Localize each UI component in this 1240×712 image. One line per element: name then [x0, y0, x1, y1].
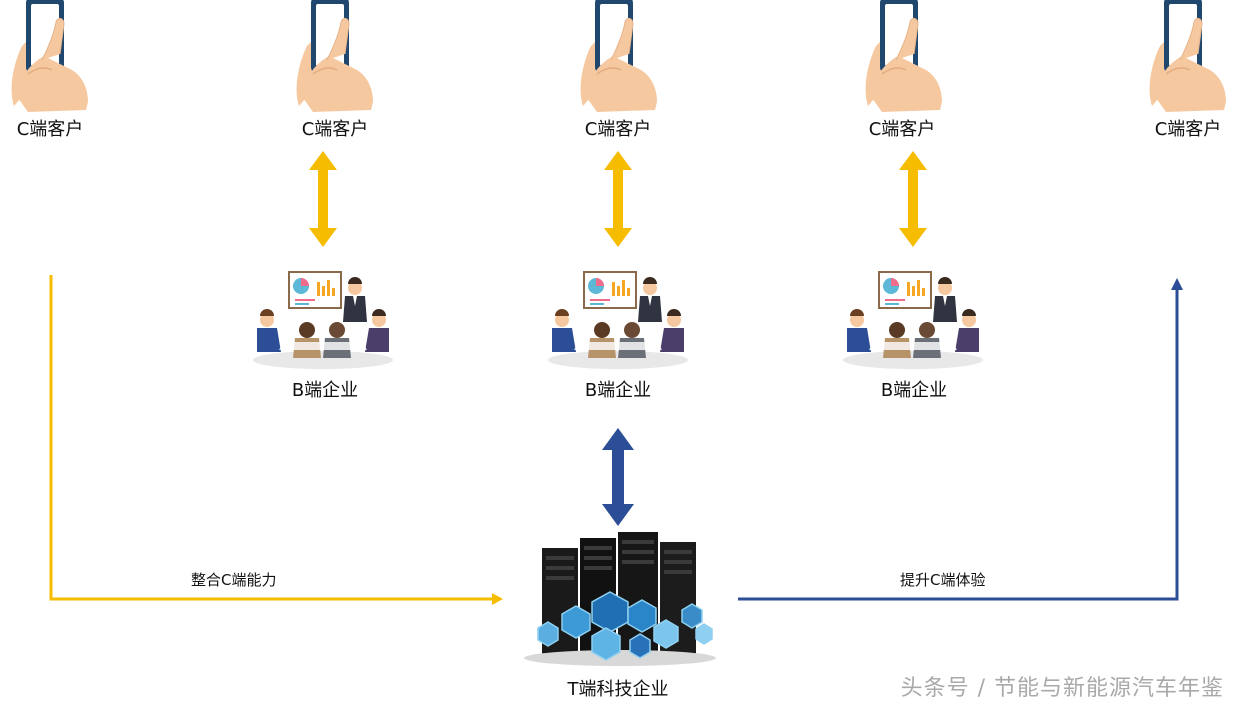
- double-arrow-b-t: [602, 428, 634, 526]
- server-cluster-icon: [523, 531, 717, 667]
- flow-arrow-left: [49, 275, 503, 605]
- meeting-group-icon: [842, 271, 984, 370]
- double-arrow-c-b: [309, 151, 927, 247]
- b-enterprise-label: B端企业: [584, 380, 652, 401]
- meeting-group-icon: [252, 271, 394, 370]
- c-client-label: C端客户: [16, 119, 84, 140]
- t-enterprise-label: T端科技企业: [567, 679, 669, 700]
- c-client-label: C端客户: [868, 119, 936, 140]
- b-enterprise-label: B端企业: [291, 380, 359, 401]
- flow-label-left: 整合C端能力: [191, 571, 277, 589]
- phone-hand-icon: [579, 0, 658, 113]
- meeting-group-icon: [547, 271, 689, 370]
- phone-hand-icon: [864, 0, 943, 113]
- phone-hand-icon: [10, 0, 89, 113]
- phone-hand-icon: [295, 0, 374, 113]
- flow-arrow-right: [738, 278, 1183, 601]
- c-client-label: C端客户: [584, 119, 652, 140]
- b-enterprise-label: B端企业: [880, 380, 948, 401]
- phone-hand-icon: [1148, 0, 1227, 113]
- watermark: 头条号 / 节能与新能源汽车年鉴: [900, 676, 1224, 701]
- c-client-label: C端客户: [301, 119, 369, 140]
- flow-label-right: 提升C端体验: [900, 571, 986, 589]
- c-client-label: C端客户: [1154, 119, 1222, 140]
